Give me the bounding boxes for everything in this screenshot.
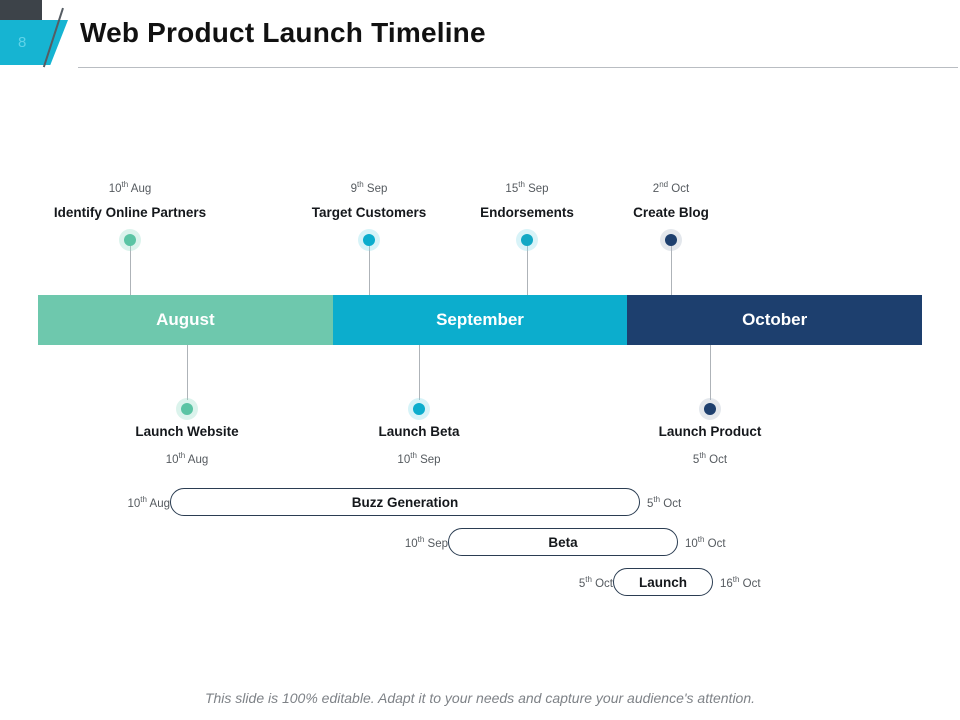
phase-start-date: 10th Sep [404, 534, 448, 550]
slide-footer-note: This slide is 100% editable. Adapt it to… [204, 690, 756, 706]
phase-end-date: 16th Oct [720, 574, 761, 590]
milestone-connector-line [130, 240, 131, 295]
milestone-date: 10th Sep [397, 451, 441, 466]
bottom-milestone-1: Launch Website 10th Aug [77, 423, 297, 467]
phase-end-date: 5th Oct [647, 494, 682, 510]
phase-end-date: 10th Oct [685, 534, 726, 550]
milestone-connector-line [187, 345, 188, 400]
milestone-title: Identify Online Partners [53, 204, 207, 220]
page-title: Web Product Launch Timeline [80, 17, 486, 48]
phase-box-launch[interactable]: Launch [613, 568, 713, 596]
phase-start-date: 10th Aug [127, 494, 171, 510]
phase-label: Beta [548, 534, 578, 550]
month-segment-august[interactable]: August [38, 295, 333, 345]
header-underline [78, 67, 958, 68]
milestone-title: Endorsements [480, 204, 574, 220]
phase-label: Buzz Generation [351, 494, 459, 510]
milestone-dot-core [124, 234, 136, 246]
milestone-dot-core [665, 234, 677, 246]
phase-box-buzz-generation[interactable]: Buzz Generation [170, 488, 640, 516]
milestone-connector-line [527, 240, 528, 295]
top-milestone-dot-2 [358, 229, 380, 251]
milestone-dot-core [704, 403, 716, 415]
milestone-date: 15th Sep [505, 180, 549, 195]
milestone-title: Launch Beta [378, 424, 460, 439]
milestone-dot-core [363, 234, 375, 246]
month-segment-september[interactable]: September [332, 295, 628, 345]
phase-start-date: 5th Oct [578, 574, 613, 590]
slide-header: 8 Web Product Launch Timeline [0, 0, 960, 72]
phase-label: Launch [638, 574, 687, 590]
milestone-connector-line [369, 240, 370, 295]
bottom-milestone-dot-1 [176, 398, 198, 420]
slide-number-badge: 8 [0, 20, 68, 65]
milestone-date: 2nd Oct [652, 180, 690, 195]
top-milestone-dot-4 [660, 229, 682, 251]
header-accent-block [0, 0, 42, 20]
milestone-title: Target Customers [311, 204, 427, 220]
bottom-milestone-2: Launch Beta 10th Sep [309, 423, 529, 467]
milestone-date: 9th Sep [350, 180, 388, 195]
top-milestone-dot-1 [119, 229, 141, 251]
milestone-date: 10th Aug [165, 451, 209, 466]
phase-row-3: 5th Oct Launch 16th Oct [0, 567, 960, 597]
phase-row-2: 10th Sep Beta 10th Oct [0, 527, 960, 557]
milestone-dot-core [521, 234, 533, 246]
milestone-date: 10th Aug [108, 180, 152, 195]
top-milestone-dot-3 [516, 229, 538, 251]
phase-box-beta[interactable]: Beta [448, 528, 678, 556]
milestone-title: Create Blog [633, 204, 709, 220]
milestone-connector-line [419, 345, 420, 400]
milestone-connector-line [671, 240, 672, 295]
milestone-connector-line [710, 345, 711, 400]
bottom-milestone-dot-2 [408, 398, 430, 420]
phase-row-1: 10th Aug Buzz Generation 5th Oct [0, 487, 960, 517]
milestone-title: Launch Website [135, 424, 239, 439]
bottom-milestone-3: Launch Product 5th Oct [600, 423, 820, 467]
milestone-date: 5th Oct [692, 451, 728, 466]
month-segment-october[interactable]: October [627, 295, 923, 345]
bottom-milestone-dot-3 [699, 398, 721, 420]
milestone-title: Launch Product [658, 424, 762, 439]
milestone-dot-core [181, 403, 193, 415]
milestone-dot-core [413, 403, 425, 415]
